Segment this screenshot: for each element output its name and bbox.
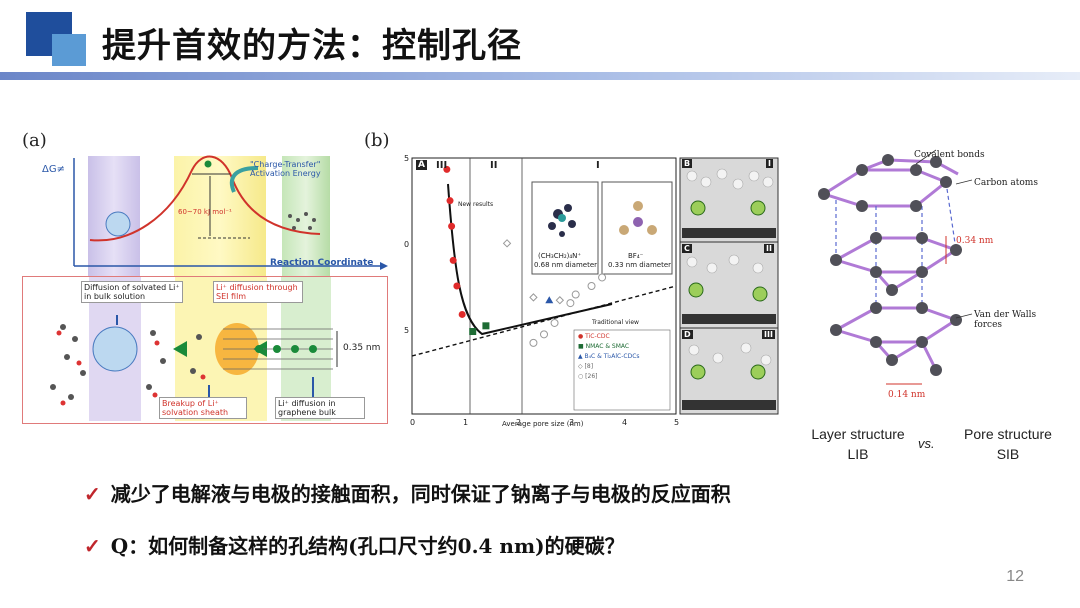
caption-layer-line2: LIB [847, 446, 869, 462]
diffusion-box: Diffusion of solvated Li⁺ in bulk soluti… [22, 276, 388, 424]
side-numeral-iii: III [762, 330, 775, 340]
bullet-text: 减少了电解液与电极的接触面积，同时保证了钠离子与电极的反应面积 [110, 482, 731, 506]
region-label-ii: II [490, 160, 498, 171]
scatter-point [550, 318, 559, 327]
figure-b-label: (b) [364, 130, 390, 151]
side-numeral-ii: II [764, 244, 774, 254]
y-tick-0: 5 [404, 154, 410, 163]
energy-value-label: 60~70 kJ mol⁻¹ [178, 208, 232, 216]
scatter-point [566, 299, 575, 308]
scatter-point [453, 282, 461, 290]
bullet-point-2: ✓ Q：如何制备这样的孔结构(孔口尺寸约0.4 nm)的硬碳？ [84, 530, 625, 559]
pore-size-chart [411, 157, 779, 415]
check-icon: ✓ [84, 482, 101, 506]
legend-item-tic: ● TiC-CDC [578, 333, 610, 340]
graphite-structure: Covalent bonds Carbon atoms 0.34 nm Van … [796, 140, 1066, 410]
side-letter-c: C [682, 244, 692, 254]
ion2-diameter: 0.33 nm diameter [608, 261, 672, 269]
check-icon: ✓ [84, 534, 101, 558]
title-underline-bar [0, 72, 1080, 80]
label-diffusion-graphene: Li⁺ diffusion in graphene bulk [275, 397, 365, 420]
figure-b: (b) A III II I New results Traditional v… [362, 128, 782, 428]
scatter-point [469, 328, 477, 336]
legend-item-nmac: ■ NMAC & SMAC [578, 342, 630, 350]
scatter-point [458, 310, 466, 318]
scatter-point [571, 290, 580, 299]
x-axis-label-b: Average pore size (nm) [502, 420, 584, 428]
annotation-traditional-view: Traditional view [592, 319, 639, 326]
legend-label: [8] [584, 362, 594, 370]
bullet-point-1: ✓ 减少了电解液与电极的接触面积，同时保证了钠离子与电极的反应面积 [84, 478, 731, 507]
y-tick-2: 5 [404, 326, 410, 335]
x-tick-row: 0 1 2 3 4 5 [408, 418, 688, 428]
legend-label: TiC-CDC [585, 333, 610, 340]
label-van-der-walls: Van der Walls forces [974, 310, 1037, 331]
energy-diagram [73, 155, 388, 270]
caption-pore-line1: Pore structure [964, 426, 1052, 442]
figure-a-label: (a) [22, 130, 47, 151]
x-tick-4: 4 [622, 418, 628, 427]
page-title: 提升首效的方法：控制孔径 [102, 26, 522, 66]
graphite-layers-illustration [818, 149, 973, 385]
scatter-point [555, 296, 565, 305]
ion1-formula: (CH₃CH₂)₄N⁺ [538, 252, 582, 260]
scatter-point [540, 330, 548, 339]
legend-label: B₄C & Ti₂AlC-CDCs [584, 352, 640, 360]
ion2-formula: BF₄⁻ [628, 252, 644, 260]
x-tick-3: 3 [569, 418, 575, 427]
scatter-point [449, 256, 457, 264]
region-label-i: I [596, 160, 600, 171]
legend-item-b4c: ▲ B₄C & Ti₂AlC-CDCs [578, 352, 640, 360]
caption-layer-structure: Layer structure LIB [798, 424, 918, 464]
x-tick-0: 0 [410, 418, 416, 427]
label-interlayer-spacing: 0.34 nm [956, 236, 994, 246]
caption-pore-structure: Pore structure SIB [952, 424, 1064, 464]
scatter-point [446, 197, 454, 205]
label-diffusion-sei: Li⁺ diffusion through SEI film [213, 281, 303, 304]
label-covalent-bonds: Covalent bonds [914, 150, 985, 160]
legend-label: NMAC & SMAC [585, 342, 630, 350]
scatter-point [443, 165, 451, 173]
label-interlayer-a: 0.35 nm [343, 343, 381, 353]
caption-vs: vs. [918, 436, 935, 451]
scatter-point [448, 222, 456, 230]
diffusion-illustration [50, 315, 338, 406]
scatter-point [598, 273, 607, 282]
scatter-point [482, 322, 490, 330]
region-label-iii: III [436, 160, 448, 171]
ion1-diameter: 0.68 nm diameter [534, 261, 598, 269]
annotation-new-results: New results [458, 201, 494, 208]
reaction-coordinate-label: Reaction Coordinate [270, 258, 374, 268]
side-numeral-i: I [766, 159, 773, 169]
legend-item-ref8: ◇ [8] [578, 362, 594, 370]
figure-a: (a) ΔG≠ "Charge-Transfer" Activation Ene… [20, 128, 392, 428]
caption-layer-line1: Layer structure [811, 426, 905, 442]
caption-pore-line2: SIB [996, 446, 1020, 462]
x-tick-5: 5 [674, 418, 680, 427]
legend-item-ref26: ○ [26] [578, 372, 598, 380]
x-tick-2: 2 [516, 418, 522, 427]
label-diffusion-solvated: Diffusion of solvated Li⁺ in bulk soluti… [81, 281, 183, 304]
scatter-point [529, 293, 538, 302]
side-letter-b: B [682, 159, 693, 169]
page-number: 12 [1006, 568, 1024, 585]
scatter-point [545, 296, 554, 304]
logo-square-light [52, 34, 86, 66]
scatter-point [529, 338, 538, 347]
y-tick-1: 0 [404, 240, 410, 249]
x-tick-1: 1 [463, 418, 469, 427]
scatter-point [587, 282, 596, 290]
dg-axis-label: ΔG≠ [42, 164, 65, 175]
label-breakup: Breakup of Li⁺ solvation sheath [159, 397, 247, 420]
label-bond-length: 0.14 nm [888, 390, 926, 400]
scatter-point [502, 239, 512, 248]
charge-transfer-label: "Charge-Transfer" Activation Energy [250, 160, 321, 179]
chart-letter: A [416, 160, 427, 171]
side-letter-d: D [682, 330, 693, 340]
legend-label: [26] [585, 372, 598, 380]
chart-legend: ● TiC-CDC ■ NMAC & SMAC ▲ B₄C & Ti₂AlC-C… [578, 333, 670, 380]
bullet-text: Q：如何制备这样的孔结构(孔口尺寸约0.4 nm)的硬碳？ [110, 534, 625, 558]
label-carbon-atoms: Carbon atoms [974, 178, 1038, 188]
